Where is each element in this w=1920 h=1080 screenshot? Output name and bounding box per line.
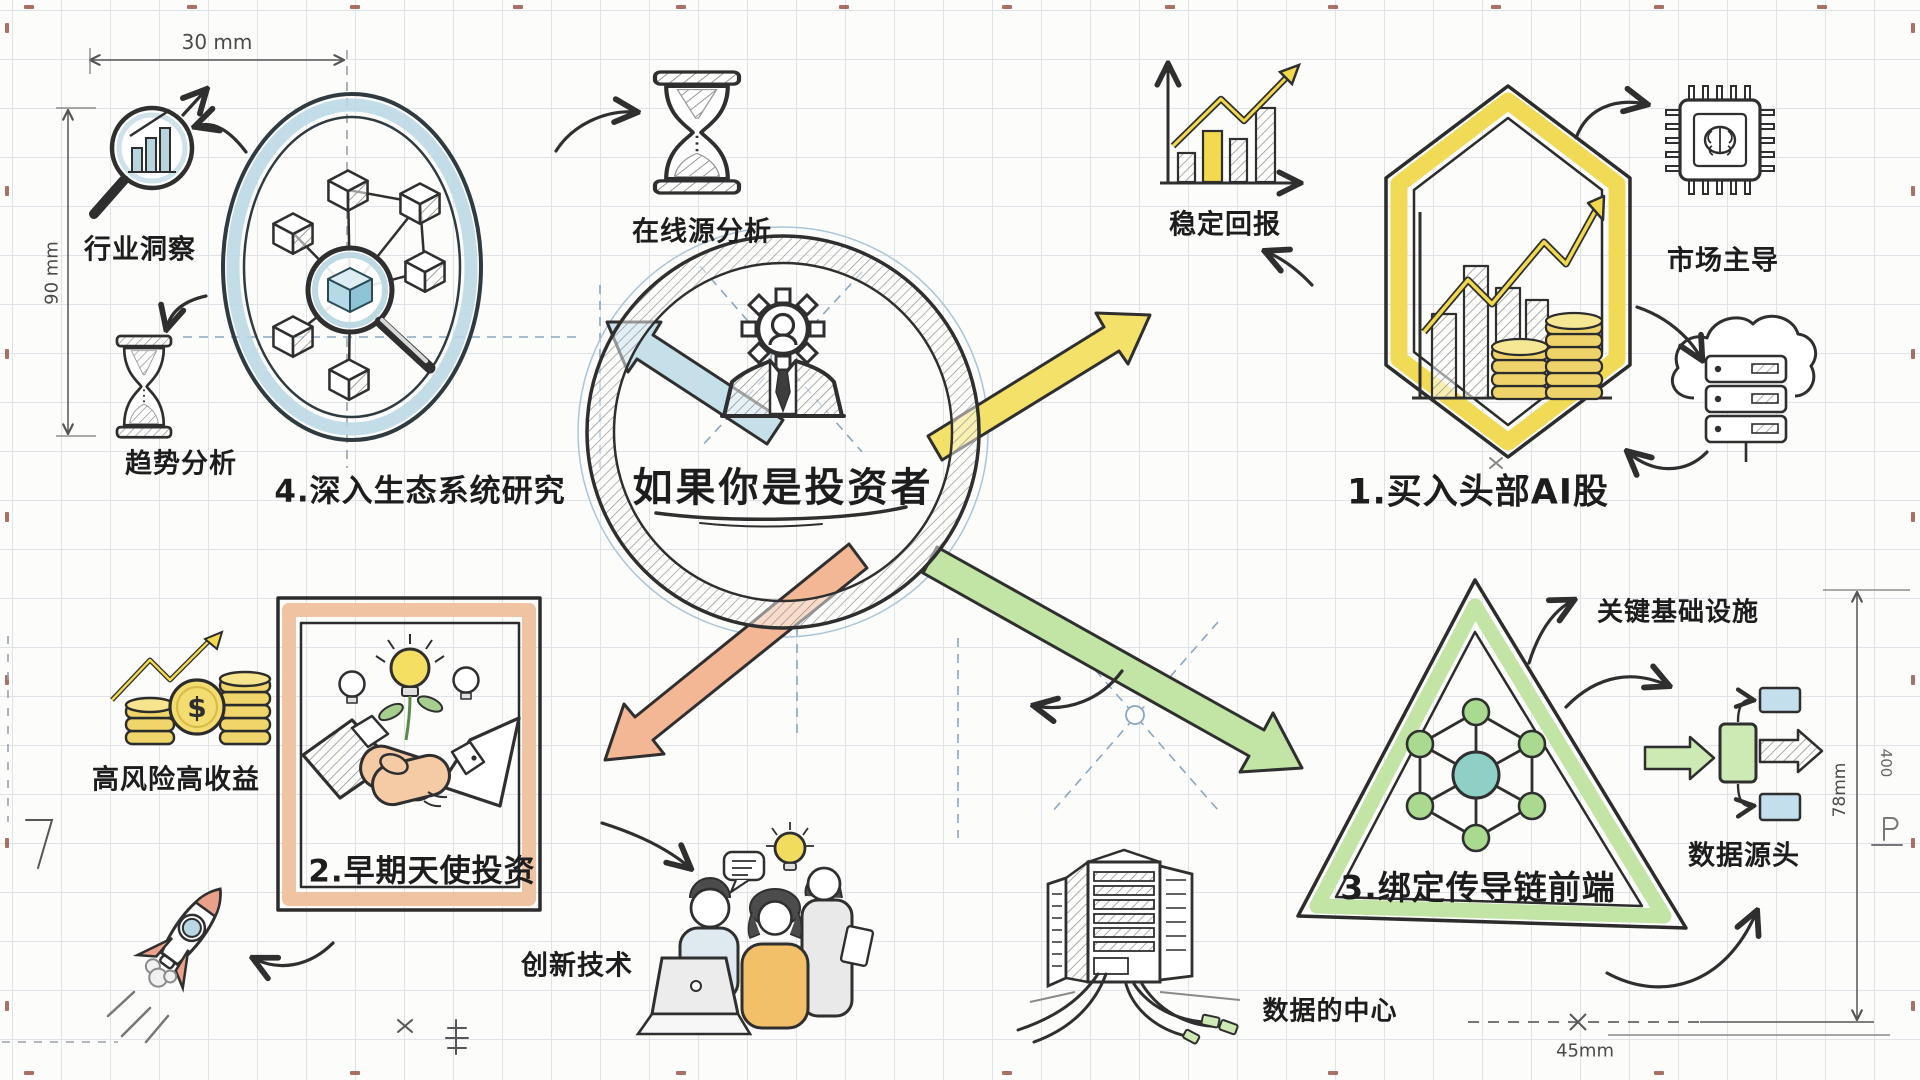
handshake-plant-bulbs-icon [301, 634, 521, 808]
branch-4-label: 4.深入生态系统研究 [274, 473, 566, 510]
connector-arrows [167, 91, 1756, 989]
label-online-source-analysis: 在线源分析 [632, 216, 772, 248]
dim-label-78mm: 78mm [1830, 762, 1850, 818]
label-industry-insight: 行业洞察 [84, 234, 196, 266]
branch-arrows [603, 311, 1304, 774]
dollar-symbol: $ [187, 691, 206, 724]
rocket-icon [106, 887, 222, 1044]
label-market-dominance: 市场主导 [1667, 245, 1779, 277]
dim-label-90mm: 90 mm [41, 241, 63, 305]
label-stable-returns: 稳定回报 [1169, 209, 1281, 241]
title-underline [654, 505, 908, 521]
label-innovative-technology: 创新技术 [521, 950, 633, 982]
dimension-78mm [1823, 589, 1910, 1020]
network-cubes-magnifier-icon [272, 169, 446, 401]
arrow-green [921, 545, 1304, 774]
dimension-90mm [56, 107, 96, 437]
hourglass-icon-left [115, 334, 173, 439]
arrow-orange [603, 542, 869, 762]
dimension-45mm [1468, 1013, 1890, 1036]
chip-brain-icon [1665, 85, 1775, 195]
ecosystem-circle-node [221, 92, 483, 442]
network-nodes-icon [1405, 697, 1547, 853]
label-trend-analysis: 趋势分析 [125, 448, 237, 480]
edge-ticks [5, 5, 1915, 1075]
team-laptop-icon [635, 822, 875, 1036]
branch-3-label: 3.绑定传导链前端 [1340, 868, 1616, 907]
bar-chart-growth-icon [1160, 65, 1299, 184]
angel-invest-frame-node [276, 596, 542, 912]
branch-1-label: 1.买入头部AI股 [1347, 472, 1609, 513]
flow-diagram-icon [1643, 686, 1824, 822]
dim-label-45mm: 45mm [1556, 1040, 1614, 1062]
triangle-node [1296, 578, 1688, 930]
construction-lines [2, 50, 1219, 1043]
label-data-center: 数据的中心 [1262, 996, 1398, 1027]
branch-2-label: 2.早期天使投资 [308, 853, 536, 890]
pencil-marks [25, 457, 1903, 1055]
hexagon-node [1384, 84, 1632, 459]
label-key-infrastructure: 关键基础设施 [1596, 597, 1760, 628]
coins-dollar-growth-icon: $ [110, 630, 272, 746]
dim-label-30mm: 30 mm [181, 30, 253, 54]
label-high-risk-high-reward: 高风险高收益 [92, 764, 260, 796]
server-building-cables-icon [1016, 848, 1241, 1045]
cloud-server-icon [1671, 314, 1817, 462]
center-title: 如果你是投资者 [632, 465, 934, 511]
label-data-source: 数据源头 [1688, 840, 1800, 872]
dim-label-400: 400 [1877, 748, 1895, 778]
center-node [585, 234, 981, 630]
dimension-30mm [90, 48, 344, 74]
magnifier-bar-chart-icon [89, 105, 195, 219]
stock-chart-coins-icon [1412, 194, 1612, 401]
hourglass-icon-top [655, 72, 739, 193]
gear-person-icon [720, 287, 846, 418]
